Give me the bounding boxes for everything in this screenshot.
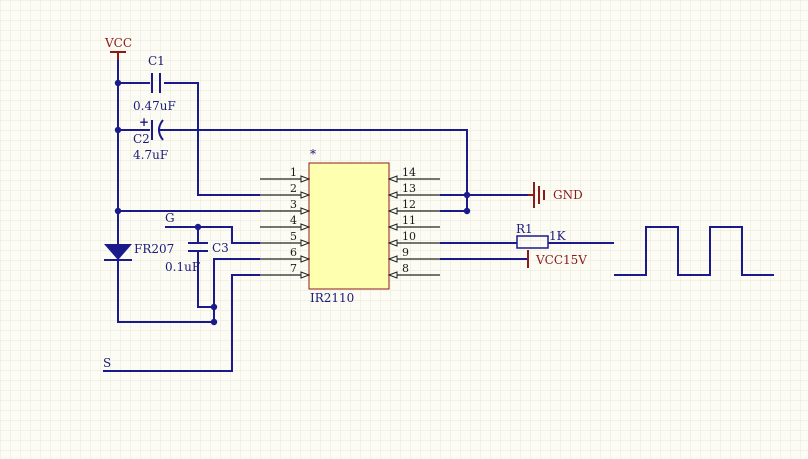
ic-pin-right[interactable]: 10 — [387, 230, 440, 247]
ic-pin-number: 2 — [290, 182, 297, 195]
ic-pin-left[interactable]: 1 — [260, 166, 311, 183]
ic-pin-right[interactable]: 9 — [387, 246, 440, 263]
ic-pin-number: 9 — [402, 246, 409, 259]
vcc-label: VCC — [104, 36, 132, 50]
ic-pin-number: 11 — [402, 214, 416, 227]
ic-pin-number: 12 — [402, 198, 416, 211]
diode-fr207[interactable]: FR207 — [104, 242, 174, 261]
ic-pin-right[interactable]: 14 — [387, 166, 440, 183]
r1-ref-label: R1 — [516, 222, 533, 236]
ic-pin-number: 13 — [402, 182, 416, 195]
ic-pin-number: 10 — [402, 230, 416, 243]
c3-ref-label: C3 — [212, 241, 229, 255]
ic-pin-right[interactable]: 12 — [387, 198, 440, 215]
vcc15v-label: VCC15V — [535, 253, 587, 267]
ic-pin-left[interactable]: 4 — [260, 214, 311, 231]
ic-pin-number: 6 — [290, 246, 297, 259]
ic-pin-number: 3 — [290, 198, 297, 211]
vcc-power-port[interactable]: VCC — [104, 36, 132, 60]
c2-ref-label: C2 — [133, 132, 150, 146]
ic-body — [308, 162, 390, 290]
capacitor-c2[interactable]: + C2 4.7uF — [133, 115, 168, 162]
c1-ref-label: C1 — [148, 54, 165, 68]
wires — [103, 60, 614, 372]
ic-pin-number: 14 — [402, 166, 416, 179]
c1-value-label: 0.47uF — [133, 99, 176, 113]
ic-pin-left[interactable]: 5 — [260, 230, 311, 247]
ic-pin-left[interactable]: 6 — [260, 246, 311, 263]
ic-name-label: IR2110 — [310, 291, 354, 305]
ic-pin-number: 1 — [290, 166, 297, 179]
vcc15v-power-port[interactable]: VCC15V — [527, 250, 587, 268]
ic-pins-right: 14 13 12 11 10 9 8 — [387, 166, 440, 279]
c3-value-label: 0.1uF — [165, 260, 200, 274]
gnd-label: GND — [553, 188, 583, 202]
ic-pin-left[interactable]: 3 — [260, 198, 311, 215]
s-net-label: S — [103, 356, 111, 370]
ic-pin-number: 7 — [290, 262, 297, 275]
ic-pin-right[interactable]: 11 — [387, 214, 440, 231]
gnd-power-port[interactable]: GND — [528, 182, 583, 208]
ic-pin-number: 4 — [290, 214, 297, 227]
r1-value-label: 1K — [549, 229, 567, 243]
capacitor-c1[interactable]: C1 0.47uF — [133, 54, 176, 113]
resistor-r1[interactable]: R1 1K — [516, 222, 567, 249]
ic-marker: * — [310, 147, 316, 161]
junctions — [114, 79, 471, 326]
c2-value-label: 4.7uF — [133, 148, 168, 162]
ic-pin-right[interactable]: 13 — [387, 182, 440, 199]
ic-pin-right[interactable]: 8 — [387, 262, 440, 279]
ic-pins-left: 1 2 3 4 5 6 7 — [260, 166, 311, 279]
ic-pin-left[interactable]: 7 — [260, 262, 311, 279]
diode-ref-label: FR207 — [134, 242, 174, 256]
ic-pin-number: 8 — [402, 262, 409, 275]
g-net-label: G — [165, 211, 175, 225]
ic-pin-left[interactable]: 2 — [260, 182, 311, 199]
c2-plus-sign: + — [139, 115, 149, 129]
capacitor-c3[interactable]: C3 0.1uF — [165, 241, 229, 274]
square-wave-signal — [614, 226, 774, 276]
ic-pin-number: 5 — [290, 230, 297, 243]
